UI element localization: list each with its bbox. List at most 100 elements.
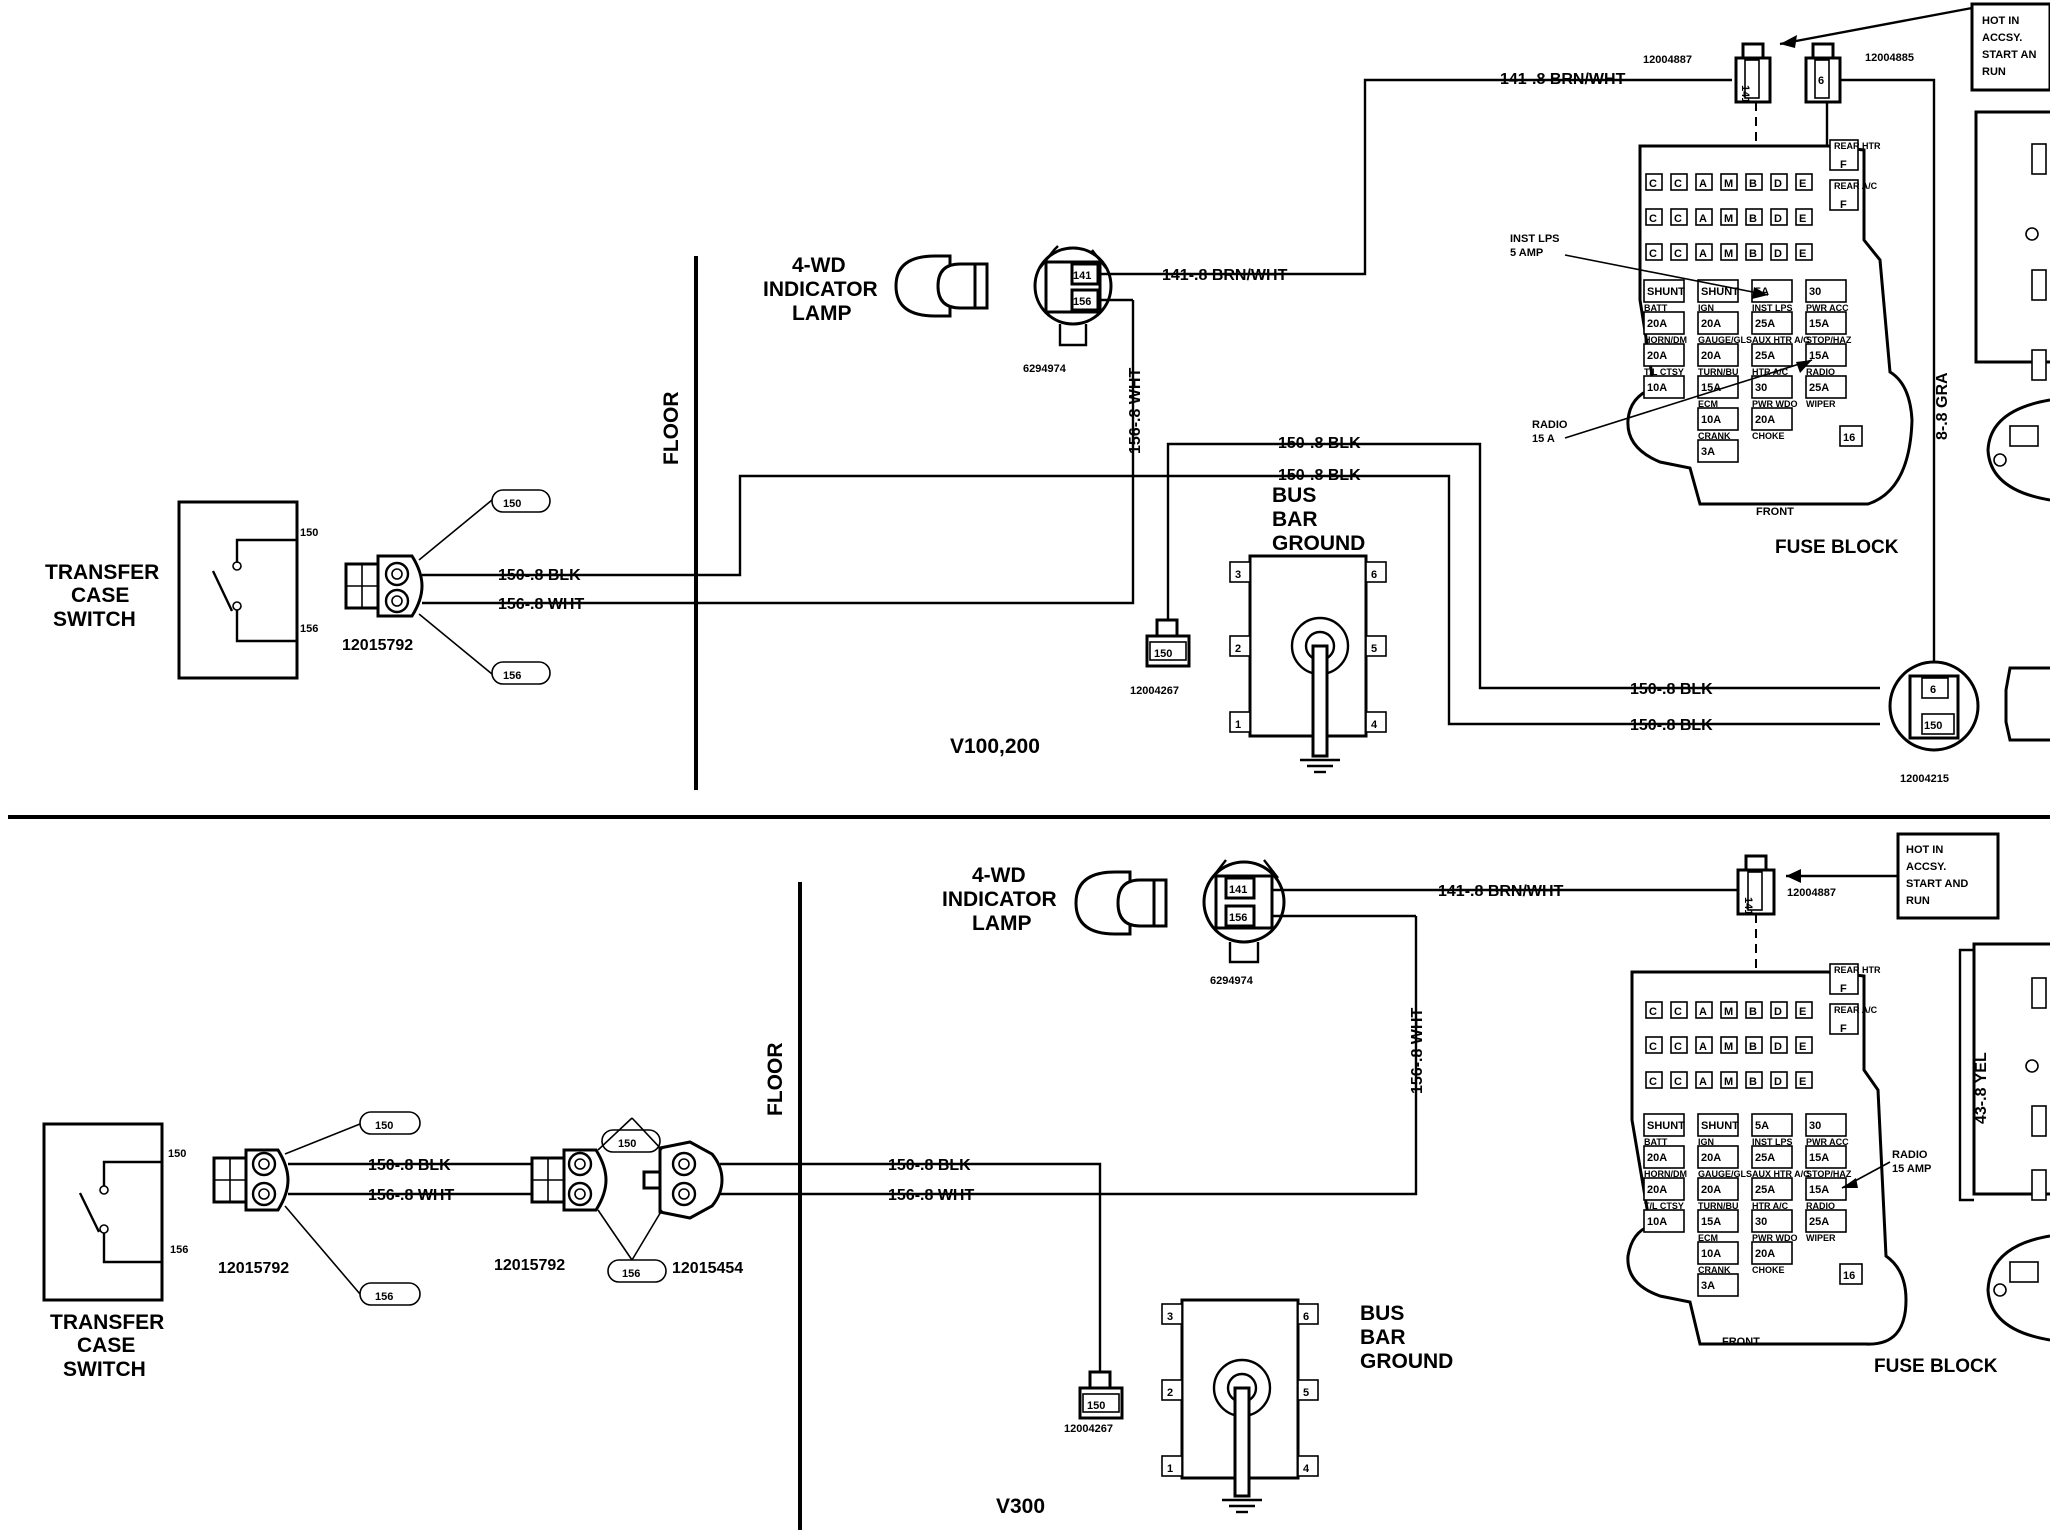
- hot-top-2: ACCSY.: [1982, 32, 2022, 44]
- fuse-function: WIPER: [1806, 399, 1836, 409]
- bus-label-2-top: BAR: [1272, 508, 1318, 531]
- wire-150-label-2-top: 150-.8 BLK: [1278, 435, 1361, 452]
- fuse-rating: 3A: [1701, 446, 1715, 458]
- fuse-cell: [1751, 1113, 1793, 1137]
- fuse-function: AUX HTR A/C: [1752, 335, 1810, 345]
- fuse-rating: 20A: [1701, 350, 1721, 362]
- fuse-rating: 25A: [1809, 382, 1829, 394]
- fuse-letter: C: [1674, 1076, 1682, 1088]
- callout-156-bottom-b: 156: [622, 1268, 640, 1280]
- fuse-rating: 15A: [1701, 1216, 1721, 1228]
- fuse-function: CHOKE: [1752, 1265, 1785, 1275]
- fuse-rating: 30: [1755, 1216, 1767, 1228]
- fuse-letter: C: [1674, 1041, 1682, 1053]
- switch-pin-150-bottom: 150: [168, 1148, 186, 1160]
- wire-150-label-2-bottom: 150-.8 BLK: [888, 1157, 971, 1174]
- fuse-rating: 15A: [1809, 318, 1829, 330]
- wire-gra-label: 8-.8 GRA: [1934, 372, 1951, 440]
- bus-label-2-bottom: BAR: [1360, 1326, 1406, 1349]
- fuse-function: BATT: [1644, 303, 1668, 313]
- fuse-letter-box: [1770, 1071, 1788, 1089]
- wire-yel-label: 43-.8 YEL: [1973, 1052, 1990, 1124]
- callout-150-top: 150: [503, 498, 521, 510]
- fuse-function: HORN/DM: [1644, 1169, 1687, 1179]
- switch-label-3-top: SWITCH: [53, 608, 136, 631]
- fuse-letter: E: [1799, 1041, 1806, 1053]
- model-label-top: V100,200: [950, 735, 1040, 758]
- hot-top-1: HOT IN: [1982, 15, 2019, 27]
- fuse-letter-box: [1795, 173, 1813, 191]
- connector-12015792-label-bottom-b: 12015792: [494, 1257, 565, 1274]
- fuse-function: IGN: [1698, 1137, 1714, 1147]
- connector-12004887-pin-bottom: 141: [1742, 897, 1754, 915]
- fuse-cell: [1697, 1241, 1739, 1265]
- fuse-cell: [1805, 279, 1847, 303]
- fuse-letter-box: [1695, 1036, 1713, 1054]
- fuse-letter: M: [1724, 1076, 1733, 1088]
- fuse-letter-box: [1795, 208, 1813, 226]
- switch-pin-150-top: 150: [300, 527, 318, 539]
- bus-term-5-top: 5: [1371, 643, 1377, 655]
- fuse-letter: C: [1674, 178, 1682, 190]
- fuse-rating: 20A: [1647, 1152, 1667, 1164]
- bus-label-1-top: BUS: [1272, 484, 1316, 507]
- connector-12004887-top: 141 12004887: [1643, 42, 1772, 104]
- fuse-letter: D: [1774, 248, 1782, 260]
- fuse-letter: C: [1674, 1006, 1682, 1018]
- transfer-case-switch-bottom: 150 156 TRANSFER CASE SWITCH: [42, 1122, 188, 1381]
- wire-156-vertical-label-bottom: 156-.8 WHT: [1409, 1008, 1426, 1094]
- wire-141-label-1-top: 141-.8 BRN/WHT: [1162, 267, 1288, 284]
- bus-term-6-bottom: 6: [1303, 1311, 1309, 1323]
- fuse-rating: 15A: [1809, 1152, 1829, 1164]
- fuse-letter: C: [1674, 248, 1682, 260]
- fuse-rating: 10A: [1701, 1248, 1721, 1260]
- fuse-function: T/L CTSY: [1644, 1201, 1684, 1211]
- switch-label-2-top: CASE: [71, 584, 129, 607]
- wire-141-top: [1100, 78, 1732, 276]
- fuse-letter: A: [1699, 1076, 1707, 1088]
- fuse-rating: 25A: [1755, 318, 1775, 330]
- floor-label-bottom: FLOOR: [764, 1043, 787, 1117]
- fuse-letter-box: [1695, 1071, 1713, 1089]
- bus-bar-bottom: 3 6 2 5 1 4 BUS BAR GROUND: [1161, 1298, 1453, 1514]
- fuse-rating: 10A: [1647, 382, 1667, 394]
- switch-pin-156-bottom: 156: [170, 1244, 188, 1256]
- connector-12004885-label: 12004885: [1865, 52, 1914, 64]
- rear-htr-f-bottom: F: [1840, 983, 1847, 995]
- fuse-cell: [1643, 279, 1685, 303]
- fuse-rating: 3A: [1701, 1280, 1715, 1292]
- fuse-letter-box: [1720, 1036, 1738, 1054]
- fuse-letter: A: [1699, 178, 1707, 190]
- fuse-letter-box: [1795, 1001, 1813, 1019]
- connector-6294974-bottom: 141 156 6294974: [1202, 859, 1286, 987]
- wire-150-label-4-top: 150-.8 BLK: [1630, 681, 1713, 698]
- fuse-cell: [1751, 1145, 1793, 1169]
- fuse-function: RADIO: [1806, 367, 1835, 377]
- wire-156-wht-top: [422, 300, 1135, 605]
- fuse-function: WIPER: [1806, 1233, 1836, 1243]
- fuse-cell: [1805, 1209, 1847, 1233]
- fuse-letter: E: [1799, 178, 1806, 190]
- lamp-label-1-top: 4-WD: [792, 254, 846, 277]
- fuse-letter-box: [1670, 173, 1688, 191]
- fuse-letter: E: [1799, 1006, 1806, 1018]
- inst-lps-label-2: 5 AMP: [1510, 247, 1543, 259]
- fuse-function: ECM: [1698, 399, 1718, 409]
- fuse-function: T/L CTSY: [1644, 367, 1684, 377]
- fuse-letter: E: [1799, 213, 1806, 225]
- rear-htr-f-top: F: [1840, 159, 1847, 171]
- switch-label-3-bottom: SWITCH: [63, 1358, 146, 1381]
- fuse-letter: A: [1699, 1006, 1707, 1018]
- rear-htr-bottom: REAR HTR: [1834, 965, 1881, 975]
- fuse-function: PWR ACC: [1806, 1137, 1849, 1147]
- fuse-letter-box: [1670, 1036, 1688, 1054]
- fuse-rating: 30: [1809, 1120, 1821, 1132]
- fuse-letter-box: [1795, 243, 1813, 261]
- connector-12004215-pin-6: 6: [1930, 684, 1936, 696]
- fuse-letter-box: [1745, 173, 1763, 191]
- inst-lps-label-1: INST LPS: [1510, 233, 1560, 245]
- bus-term-2-top: 2: [1235, 643, 1241, 655]
- switch-label-2-bottom: CASE: [77, 1334, 135, 1357]
